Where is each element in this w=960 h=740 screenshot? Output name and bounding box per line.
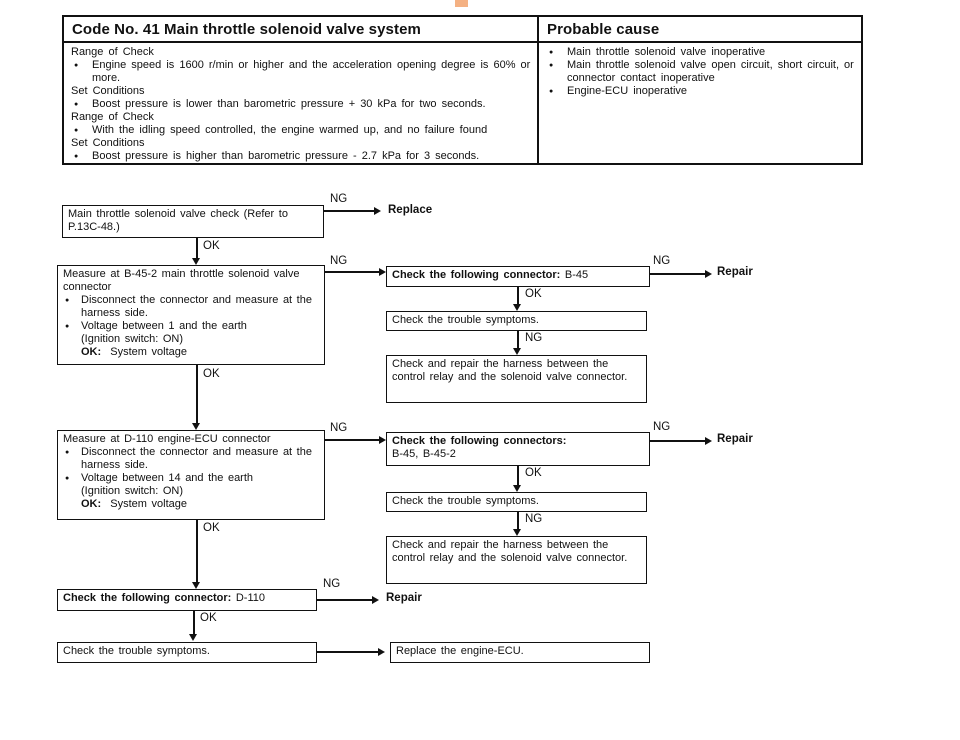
bullet-icon: ● bbox=[74, 62, 79, 69]
set-conditions-label-2: Set Conditions bbox=[71, 137, 145, 149]
check-conditions-cell: Range of Check ● Engine speed is 1600 r/… bbox=[64, 43, 537, 165]
replace-label: Replace bbox=[388, 204, 433, 216]
bullet-icon: ● bbox=[74, 101, 79, 108]
cause-item: ● Engine-ECU inoperative bbox=[546, 85, 855, 98]
flow-harness-repair-2: Check and repair the harness between the… bbox=[386, 536, 647, 584]
arrow-down-icon bbox=[513, 485, 521, 492]
condition-item: ● Engine speed is 1600 r/min or higher a… bbox=[71, 59, 531, 85]
ng-label: NG bbox=[525, 332, 543, 344]
repair-label: Repair bbox=[386, 592, 422, 604]
ok-label: OK bbox=[200, 612, 217, 624]
flow-arrow-line bbox=[196, 238, 198, 259]
flow-trouble-symptoms-2: Check the trouble symptoms. bbox=[386, 492, 647, 512]
table-header-row: Code No. 41 Main throttle solenoid valve… bbox=[64, 17, 861, 43]
arrow-right-icon bbox=[705, 437, 712, 445]
ng-label: NG bbox=[330, 255, 348, 267]
bullet-icon: ● bbox=[74, 153, 79, 160]
step-bullet: ● Disconnect the connector and measure a… bbox=[65, 446, 312, 471]
flow-arrow-line bbox=[317, 651, 378, 653]
arrow-down-icon bbox=[513, 348, 521, 355]
flow-arrow-line bbox=[196, 520, 198, 583]
probable-cause-cell: ● Main throttle solenoid valve inoperati… bbox=[537, 43, 861, 165]
ng-label: NG bbox=[330, 422, 348, 434]
flow-box-measure-d110: Measure at D-110 engine-ECU connector ● … bbox=[57, 430, 325, 520]
arrow-down-icon bbox=[513, 529, 521, 536]
condition-item: ● Boost pressure is lower than barometri… bbox=[71, 98, 531, 111]
ng-label: NG bbox=[525, 513, 543, 525]
bullet-icon: ● bbox=[65, 297, 70, 304]
table-body-row: Range of Check ● Engine speed is 1600 r/… bbox=[64, 43, 861, 165]
flow-trouble-symptoms-3: Check the trouble symptoms. bbox=[57, 642, 317, 663]
step-bullet: ● Disconnect the connector and measure a… bbox=[65, 294, 312, 319]
bullet-icon: ● bbox=[65, 475, 70, 482]
flow-connector-check-d110: Check the following connector: D-110 bbox=[57, 589, 317, 611]
ok-label: OK bbox=[203, 368, 220, 380]
set-conditions-label-1: Set Conditions bbox=[71, 85, 145, 97]
flow-arrow-line bbox=[517, 466, 519, 486]
flow-arrow-line bbox=[324, 210, 374, 212]
flow-arrow-line bbox=[650, 440, 705, 442]
ng-label: NG bbox=[653, 255, 671, 267]
bullet-icon: ● bbox=[74, 127, 79, 134]
flow-arrow-line bbox=[517, 331, 519, 349]
flow-arrow-line bbox=[325, 271, 379, 273]
flow-connector-check-b45-b45-2: Check the following connectors: B-45, B-… bbox=[386, 432, 650, 466]
code-title: Code No. 41 Main throttle solenoid valve… bbox=[72, 21, 421, 38]
range-of-check-label-2: Range of Check bbox=[71, 111, 154, 123]
cause-item: ● Main throttle solenoid valve open circ… bbox=[546, 59, 855, 85]
flow-arrow-line bbox=[196, 365, 198, 424]
arrow-down-icon bbox=[189, 634, 197, 641]
bullet-icon: ● bbox=[549, 88, 554, 95]
condition-item: ● With the idling speed controlled, the … bbox=[71, 124, 531, 137]
ng-label: NG bbox=[653, 421, 671, 433]
arrow-right-icon bbox=[372, 596, 379, 604]
arrow-right-icon bbox=[374, 207, 381, 215]
ok-label: OK bbox=[203, 522, 220, 534]
arrow-down-icon bbox=[513, 304, 521, 311]
flow-trouble-symptoms-1: Check the trouble symptoms. bbox=[386, 311, 647, 331]
arrow-right-icon bbox=[378, 648, 385, 656]
ok-label: OK bbox=[525, 467, 542, 479]
bullet-icon: ● bbox=[549, 62, 554, 69]
arrow-down-icon bbox=[192, 258, 200, 265]
scan-artifact bbox=[455, 0, 468, 7]
ng-label: NG bbox=[330, 193, 348, 205]
arrow-right-icon bbox=[379, 268, 386, 276]
ok-label: OK bbox=[203, 240, 220, 252]
cause-item: ● Main throttle solenoid valve inoperati… bbox=[546, 46, 855, 59]
flow-box-valve-check: Main throttle solenoid valve check (Refe… bbox=[62, 205, 324, 238]
arrow-right-icon bbox=[705, 270, 712, 278]
arrow-right-icon bbox=[379, 436, 386, 444]
flow-arrow-line bbox=[325, 439, 379, 441]
flow-arrow-line bbox=[317, 599, 372, 601]
repair-label: Repair bbox=[717, 433, 753, 445]
fault-code-table: Code No. 41 Main throttle solenoid valve… bbox=[62, 15, 863, 165]
step-bullet: ● Voltage between 1 and the earth (Ignit… bbox=[65, 320, 247, 358]
range-of-check-label-1: Range of Check bbox=[71, 46, 154, 58]
ok-label: OK bbox=[525, 288, 542, 300]
flow-connector-check-b45: Check the following connector: B-45 bbox=[386, 266, 650, 287]
repair-label: Repair bbox=[717, 266, 753, 278]
condition-item: ● Boost pressure is higher than barometr… bbox=[71, 150, 531, 163]
flow-arrow-line bbox=[517, 512, 519, 530]
bullet-icon: ● bbox=[65, 449, 70, 456]
flow-replace-ecu: Replace the engine-ECU. bbox=[390, 642, 650, 663]
arrow-down-icon bbox=[192, 423, 200, 430]
probable-cause-title: Probable cause bbox=[537, 17, 861, 41]
bullet-icon: ● bbox=[549, 49, 554, 56]
flow-arrow-line bbox=[517, 287, 519, 305]
flow-harness-repair-1: Check and repair the harness between the… bbox=[386, 355, 647, 403]
ng-label: NG bbox=[323, 578, 341, 590]
arrow-down-icon bbox=[192, 582, 200, 589]
bullet-icon: ● bbox=[65, 323, 70, 330]
flow-arrow-line bbox=[650, 273, 705, 275]
flow-arrow-line bbox=[193, 611, 195, 635]
step-bullet: ● Voltage between 14 and the earth (Igni… bbox=[65, 472, 254, 510]
flow-box-measure-b45-2: Measure at B-45-2 main throttle solenoid… bbox=[57, 265, 325, 365]
